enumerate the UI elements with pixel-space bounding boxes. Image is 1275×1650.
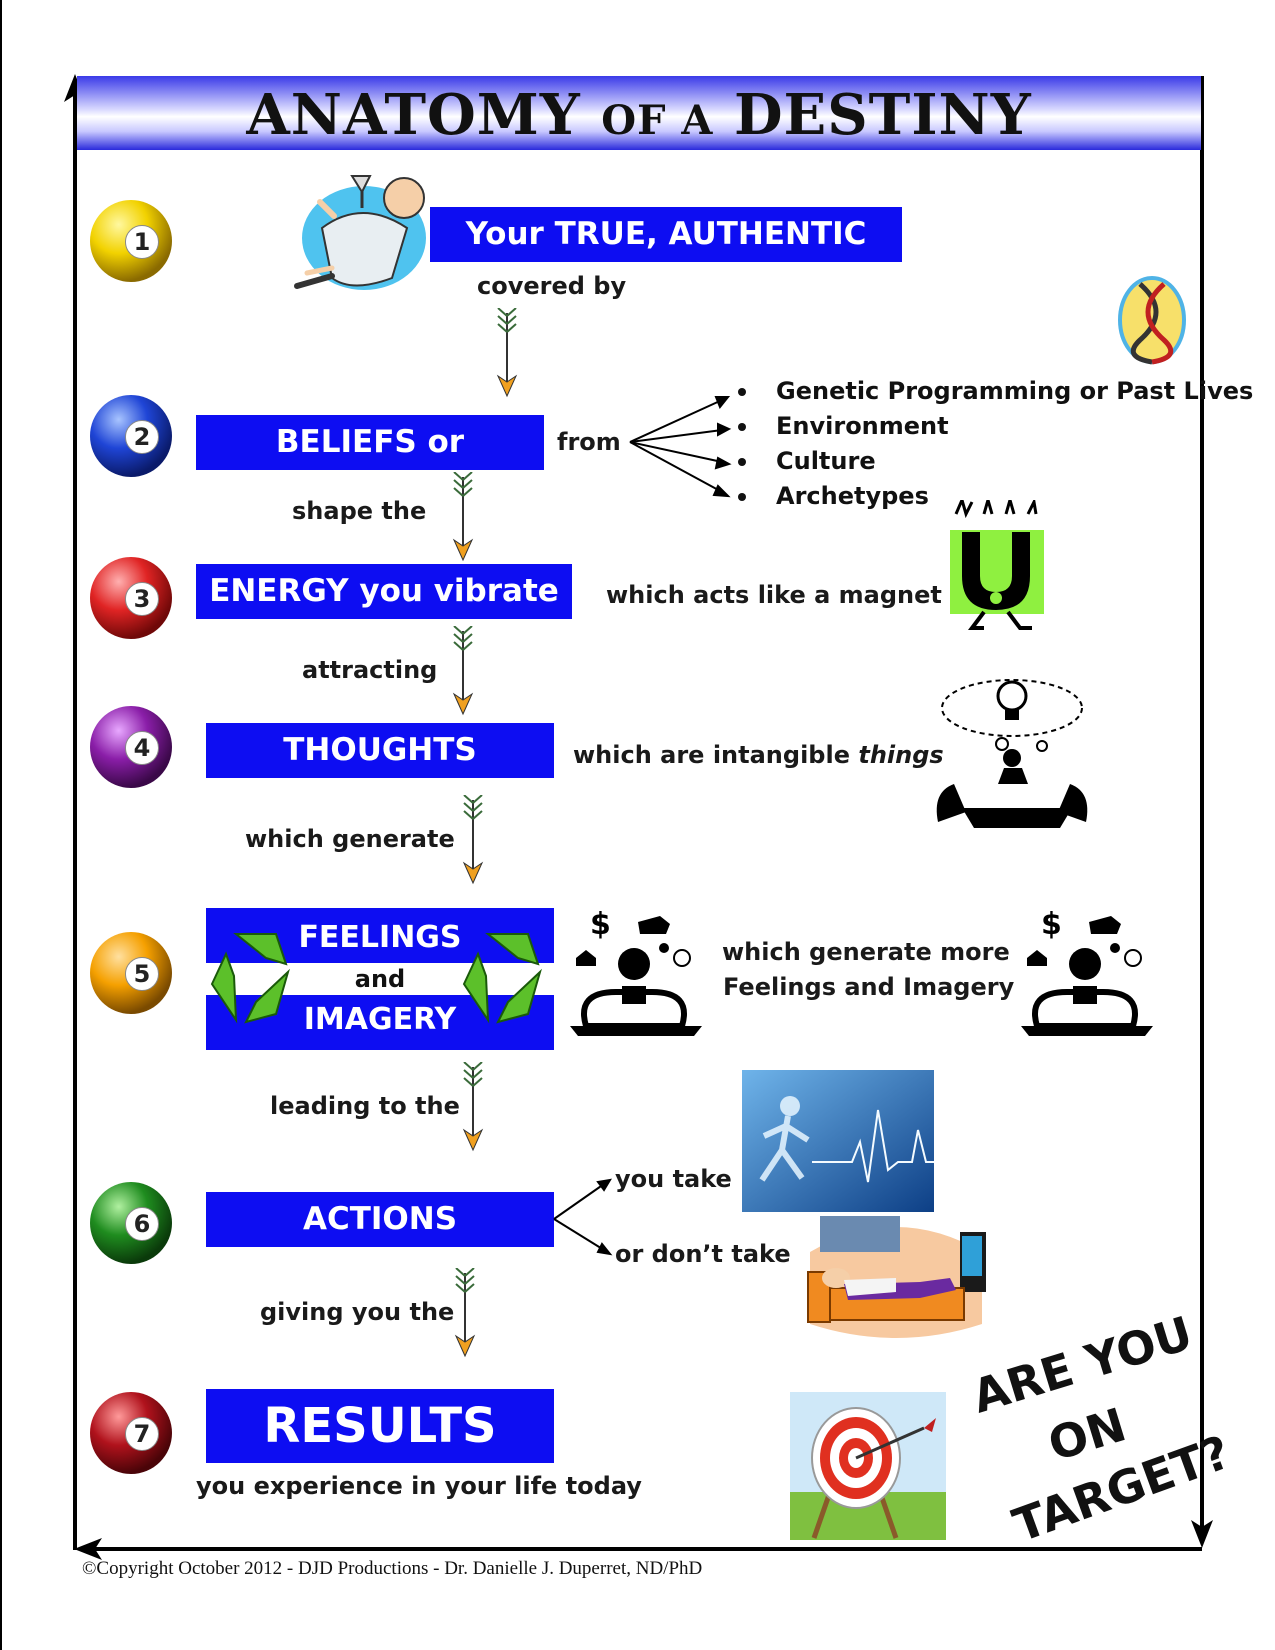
archery-target-image	[790, 1392, 946, 1540]
ball-number: 7	[125, 1417, 159, 1451]
thinking-meeting-icon	[936, 679, 1088, 828]
down-arrow-icon	[452, 626, 474, 716]
ball-number: 1	[125, 225, 159, 259]
daydreaming-person-icon: $	[1021, 907, 1153, 1036]
step-5-box: FEELINGS and IMAGERY	[206, 908, 554, 1050]
connector-covered-by: covered by	[477, 272, 627, 300]
step-1-box: Your TRUE, AUTHENTIC SELF	[430, 207, 902, 307]
fan-out-arrows	[629, 396, 732, 498]
title-part-2: OF A	[601, 97, 714, 144]
down-arrow-icon	[454, 1268, 476, 1358]
daydreaming-person-icon: $	[570, 907, 702, 1036]
ball-5: 5	[88, 930, 174, 1016]
source-list: Genetic Programming or Past Lives Enviro…	[738, 374, 1253, 514]
from-label: from	[557, 428, 621, 456]
source-item: Environment	[738, 409, 1253, 444]
recycle-money-icon	[210, 933, 290, 1024]
magnet-icon	[950, 500, 1044, 630]
ball-number: 5	[125, 957, 159, 991]
step-6-box: ACTIONS	[206, 1192, 554, 1247]
down-arrow-icon	[462, 795, 484, 885]
source-item: Culture	[738, 444, 1253, 479]
branch-arrows	[553, 1178, 613, 1256]
connector-giving-you-the: giving you the	[260, 1298, 455, 1326]
title-part-1: ANATOMY	[246, 82, 581, 148]
title-part-3: DESTINY	[733, 82, 1032, 148]
connector-leading-to-the: leading to the	[270, 1092, 460, 1120]
generate-more-line-1: which generate more	[722, 938, 1010, 966]
ball-6: 6	[88, 1180, 174, 1266]
running-xray-image	[742, 1070, 934, 1212]
ball-2: 2	[88, 393, 174, 479]
step-3-box: ENERGY you vibrate at	[196, 564, 572, 664]
intangible-text-main: which are intangible	[573, 741, 850, 769]
ball-1: 1	[88, 198, 174, 284]
recycle-money-icon	[462, 933, 542, 1024]
intangible-text-italic: things	[858, 741, 944, 769]
ball-7: 7	[88, 1390, 174, 1476]
step-4-box: THOUGHTS	[206, 723, 554, 778]
connector-attracting: attracting	[302, 656, 438, 684]
magnet-text: which acts like a magnet	[606, 581, 942, 609]
imagery-label: IMAGERY	[206, 995, 554, 1050]
connector-shape-the: shape the	[292, 497, 427, 525]
svg-text:$: $	[1041, 907, 1062, 942]
couch-potato-image	[807, 1216, 986, 1338]
step-2-box: BELIEFS or Programs	[196, 415, 544, 515]
title-banner	[77, 76, 1201, 150]
connector-which-generate: which generate	[245, 825, 455, 853]
down-arrow-icon	[496, 308, 518, 398]
generate-more-line-2: Feelings and Imagery	[723, 973, 1015, 1001]
ball-number: 6	[125, 1207, 159, 1241]
ball-number: 4	[125, 731, 159, 765]
dont-take-label: or don’t take	[615, 1240, 791, 1268]
you-take-label: you take	[615, 1165, 732, 1193]
dna-icon	[1118, 276, 1186, 365]
intangible-text: which are intangible things	[573, 741, 944, 769]
source-item: Archetypes	[738, 479, 1253, 514]
down-arrow-icon	[452, 472, 474, 562]
svg-text:$: $	[590, 907, 611, 942]
and-label: and	[206, 963, 554, 995]
copyright-footer: ©Copyright October 2012 - DJD Production…	[82, 1558, 703, 1579]
ball-number: 3	[125, 582, 159, 616]
page-title: ANATOMY OF A DESTINY	[77, 78, 1201, 152]
ball-3: 3	[88, 555, 174, 641]
down-arrow-icon	[462, 1062, 484, 1152]
ball-4: 4	[88, 704, 174, 790]
connector-you-experience: you experience in your life today	[196, 1472, 642, 1500]
ball-number: 2	[125, 420, 159, 454]
step-7-box: RESULTS	[206, 1389, 554, 1463]
source-item: Genetic Programming or Past Lives	[738, 374, 1253, 409]
baby-in-sling-icon	[294, 175, 426, 290]
page-edge-line	[0, 0, 2, 1650]
